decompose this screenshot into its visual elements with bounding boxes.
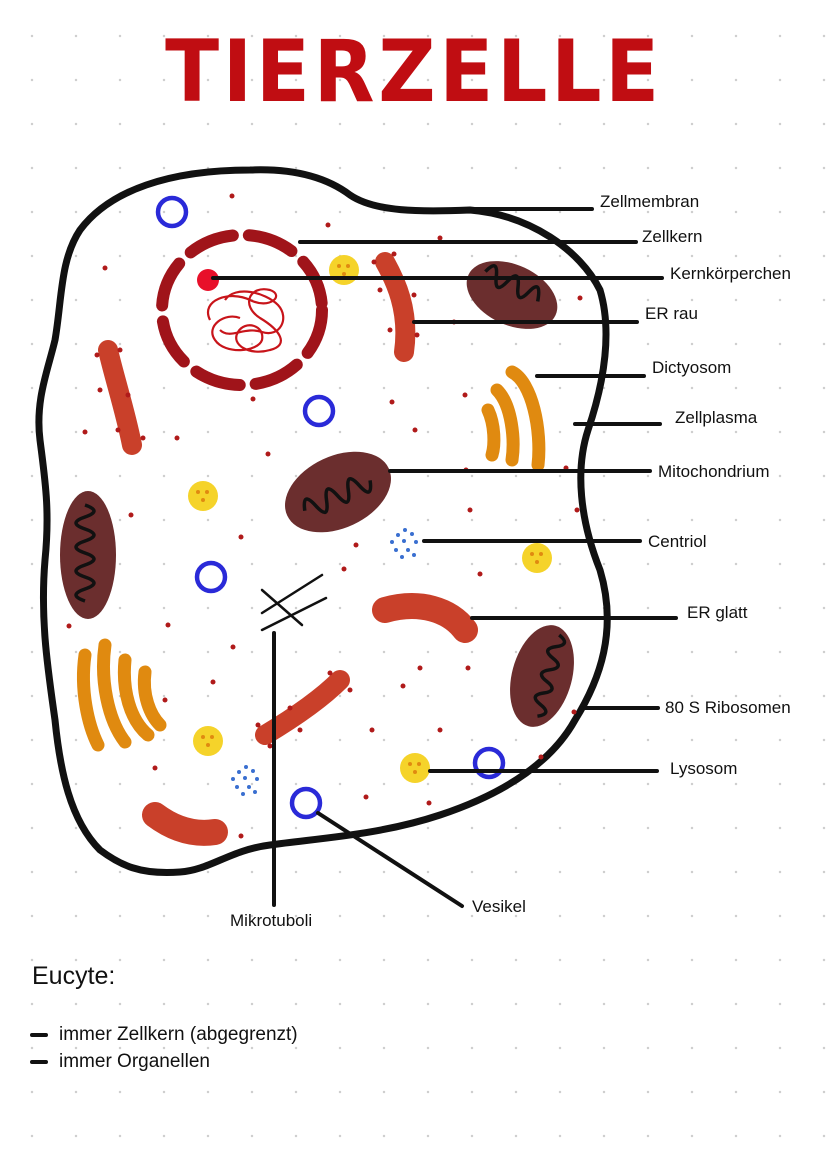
vesicles: [155, 195, 506, 820]
note-item-text: immer Organellen: [59, 1051, 210, 1072]
label-lysosom: Lysosom: [670, 759, 738, 778]
note-item: immer Zellkern (abgegrenzt): [30, 1024, 298, 1046]
dash-icon: [30, 1060, 48, 1064]
leader-lines: [211, 207, 678, 908]
notes-heading: Eucyte:: [32, 962, 116, 990]
mitochondrion-center: [285, 451, 391, 533]
label-centriol: Centriol: [648, 532, 707, 551]
label-zellmembran: Zellmembran: [600, 192, 700, 211]
dictyosome-left: [76, 638, 167, 752]
nucleolus: [197, 269, 219, 291]
cell-membrane: [35, 166, 611, 877]
label-mikrotuboli: Mikrotuboli: [230, 911, 313, 930]
centrioles: [231, 528, 418, 796]
note-item: immer Organellen: [30, 1051, 210, 1073]
label-kernkoerperchen: Kernkörperchen: [670, 264, 791, 283]
er-smooth: [142, 593, 478, 846]
note-item-text: immer Zellkern (abgegrenzt): [59, 1024, 298, 1045]
mitochondrion-top-right: [466, 261, 558, 329]
dash-icon: [30, 1033, 48, 1037]
nucleus-envelope: [156, 229, 328, 391]
label-dictyosom: Dictyosom: [652, 358, 732, 377]
label-er-glatt: ER glatt: [687, 603, 748, 622]
label-zellkern: Zellkern: [642, 227, 703, 246]
label-ribosomen: 80 S Ribosomen: [665, 698, 791, 717]
lysosomes: [188, 255, 552, 783]
label-mitochondrium: Mitochondrium: [658, 462, 770, 481]
chromatin: [206, 288, 285, 353]
label-zellplasma: Zellplasma: [675, 408, 758, 427]
ribosomes: [66, 193, 583, 839]
label-vesikel: Vesikel: [472, 897, 526, 916]
page-title: TIERZELLE: [165, 22, 663, 122]
dictyosome-right: [481, 365, 546, 472]
mitochondrion-left: [60, 491, 116, 619]
mitochondrion-bottom-right: [510, 625, 574, 727]
microtubules: [260, 573, 328, 632]
label-er-rau: ER rau: [645, 304, 698, 323]
